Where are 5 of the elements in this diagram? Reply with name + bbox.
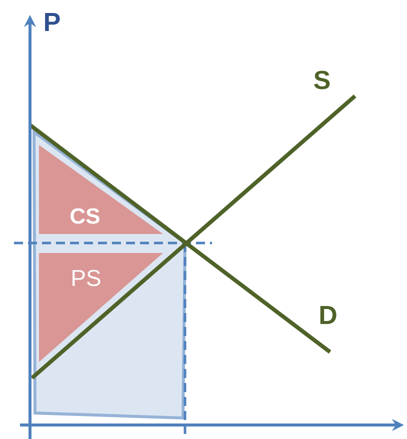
area-label: CS	[70, 208, 100, 224]
curve-label: S	[314, 70, 330, 90]
area-label: PS	[72, 270, 100, 286]
axis-label: P	[45, 13, 60, 31]
curve-label: D	[320, 306, 336, 324]
